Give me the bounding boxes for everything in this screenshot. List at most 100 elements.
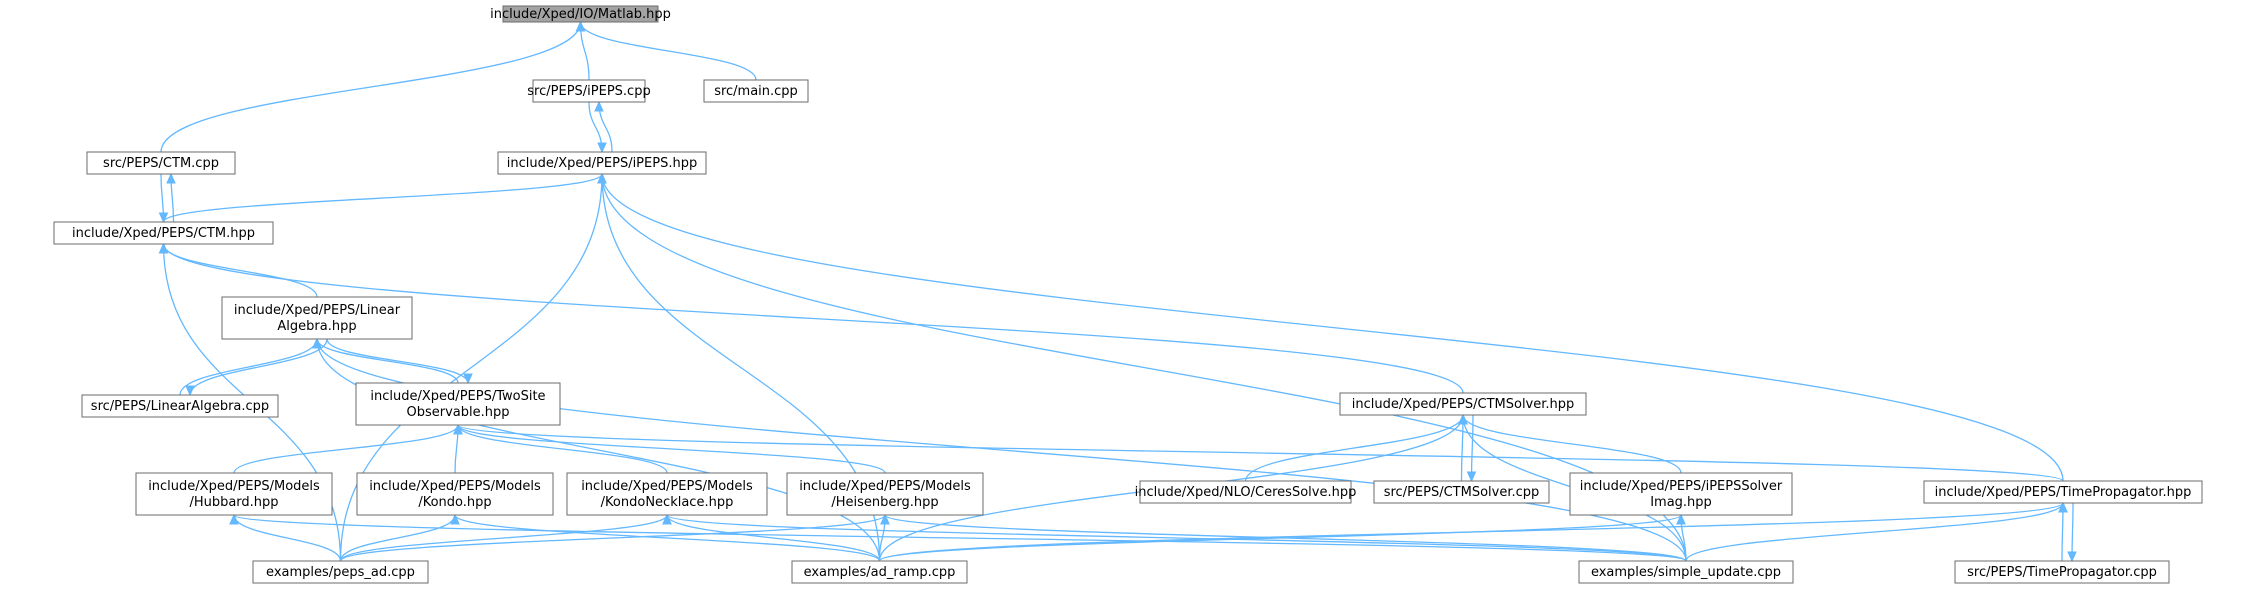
dependency-edge [1466,414,1477,483]
node-label: include/Xped/IO/Matlab.hpp [490,7,671,22]
dependency-edge [158,173,169,224]
node-box [1373,480,1550,504]
arrowhead-icon [1458,413,1468,425]
node-label: src/PEPS/CTM.cpp [103,156,219,171]
file-node-hubbard-hpp[interactable]: include/Xped/PEPS/Models/Hubbard.hpp [135,472,333,516]
node-label: include/Xped/PEPS/iPEPS.hpp [507,156,697,171]
arrowhead-icon [185,385,195,397]
file-node-heis-hpp[interactable]: include/Xped/PEPS/Models/Heisenberg.hpp [786,472,984,516]
node-box [703,79,809,103]
node-box [791,560,968,584]
file-node-ctm-hpp[interactable]: include/Xped/PEPS/CTM.hpp [53,221,274,245]
dependency-edge [1458,413,1468,482]
node-label: src/PEPS/LinearAlgebra.cpp [91,399,269,414]
node-label: include/Xped/PEPS/Models [148,479,320,494]
arrowhead-icon [453,423,463,435]
dependency-edge [179,337,322,396]
arrowhead-icon [166,172,176,184]
node-label: include/Xped/PEPS/Linear [234,303,401,318]
node-box [502,5,659,23]
dependency-edge [312,337,459,384]
node-box [532,79,646,103]
dependency-edge [185,338,328,397]
file-node-linalg-cpp[interactable]: src/PEPS/LinearAlgebra.cpp [81,394,279,418]
file-node-peps-ad[interactable]: examples/peps_ad.cpp [252,560,429,584]
arrowhead-icon [463,373,473,385]
node-label: include/Xped/PEPS/Models [799,479,971,494]
node-label: examples/ad_ramp.cpp [804,565,956,580]
dependency-edge [160,20,586,153]
arrowhead-icon [597,172,607,184]
node-label: examples/simple_update.cpp [1591,565,1781,580]
dependency-edge [233,423,463,474]
arrowhead-icon [1676,513,1686,525]
arrowhead-icon [450,513,460,525]
arrowhead-icon [594,100,604,112]
node-box [1569,472,1793,516]
node-label: /Hubbard.hpp [189,495,278,510]
node-box [786,472,984,516]
node-label: /Heisenberg.hpp [831,495,938,510]
dependency-edge [453,423,886,474]
node-box [356,472,554,516]
node-label: Imag.hpp [1650,495,1712,510]
dependency-edge [450,513,881,562]
node-label: include/Xped/PEPS/CTMSolver.hpp [1352,397,1575,412]
dependency-edge [229,513,1687,562]
node-box [81,394,279,418]
file-node-ipeps-hpp[interactable]: include/Xped/PEPS/iPEPS.hpp [497,151,707,175]
file-node-ceres-hpp[interactable]: include/Xped/NLO/CeresSolve.hpp [1135,480,1357,504]
node-label: include/Xped/PEPS/iPEPSSolver [1580,479,1783,494]
node-label: src/PEPS/TimePropagator.cpp [1967,565,2157,580]
file-node-kondo-hpp[interactable]: include/Xped/PEPS/Models/Kondo.hpp [356,472,554,516]
dependency-edge [166,172,176,223]
node-label: include/Xped/NLO/CeresSolve.hpp [1135,485,1357,500]
file-node-timeprop-hpp[interactable]: include/Xped/PEPS/TimePropagator.hpp [1923,480,2203,504]
node-box [135,472,333,516]
file-node-ipeps-cpp[interactable]: src/PEPS/iPEPS.cpp [527,79,651,103]
file-node-matlab[interactable]: include/Xped/IO/Matlab.hpp [490,5,671,23]
arrowhead-icon [597,142,607,154]
node-box [252,560,429,584]
dependency-edge [878,501,2068,562]
node-label: src/PEPS/CTMSolver.cpp [1384,485,1540,500]
node-label: src/main.cpp [714,84,798,99]
arrowhead-icon [158,242,169,254]
node-box [221,296,413,340]
dependency-edge [162,172,607,223]
arrowhead-icon [2058,501,2068,513]
node-label: examples/peps_ad.cpp [266,565,415,580]
arrowhead-icon [229,513,239,525]
file-node-ctmsolver-hpp[interactable]: include/Xped/PEPS/CTMSolver.hpp [1339,392,1587,416]
file-node-kondoneck-hpp[interactable]: include/Xped/PEPS/Models/KondoNecklace.h… [566,472,768,516]
node-box [1954,560,2170,584]
node-label: include/Xped/PEPS/TwoSite [370,389,545,404]
arrowhead-icon [312,337,322,349]
node-label: src/PEPS/iPEPS.cpp [527,84,650,99]
file-node-ctm-cpp[interactable]: src/PEPS/CTM.cpp [86,151,236,175]
node-box [1339,392,1587,416]
dependency-edge [453,423,2064,482]
file-node-timeprop-cpp[interactable]: src/PEPS/TimePropagator.cpp [1954,560,2170,584]
dependency-edge [2067,502,2077,563]
node-label: /Kondo.hpp [418,495,491,510]
node-box [1923,480,2203,504]
file-node-main-cpp[interactable]: src/main.cpp [703,79,809,103]
node-box [497,151,707,175]
file-node-simple-update[interactable]: examples/simple_update.cpp [1578,560,1794,584]
file-node-linalg-hpp[interactable]: include/Xped/PEPS/LinearAlgebra.hpp [221,296,413,340]
file-node-ctmsolver-cpp[interactable]: src/PEPS/CTMSolver.cpp [1373,480,1550,504]
node-box [1139,480,1352,504]
dependency-edge [339,513,890,562]
arrowhead-icon [880,513,890,525]
arrowhead-icon [662,513,672,525]
file-node-ad-ramp[interactable]: examples/ad_ramp.cpp [791,560,968,584]
arrowhead-icon [575,20,586,32]
node-label: Observable.hpp [407,405,510,420]
arrowhead-icon [1466,471,1477,483]
dependency-edge [453,423,668,474]
dependency-edge [575,20,757,81]
